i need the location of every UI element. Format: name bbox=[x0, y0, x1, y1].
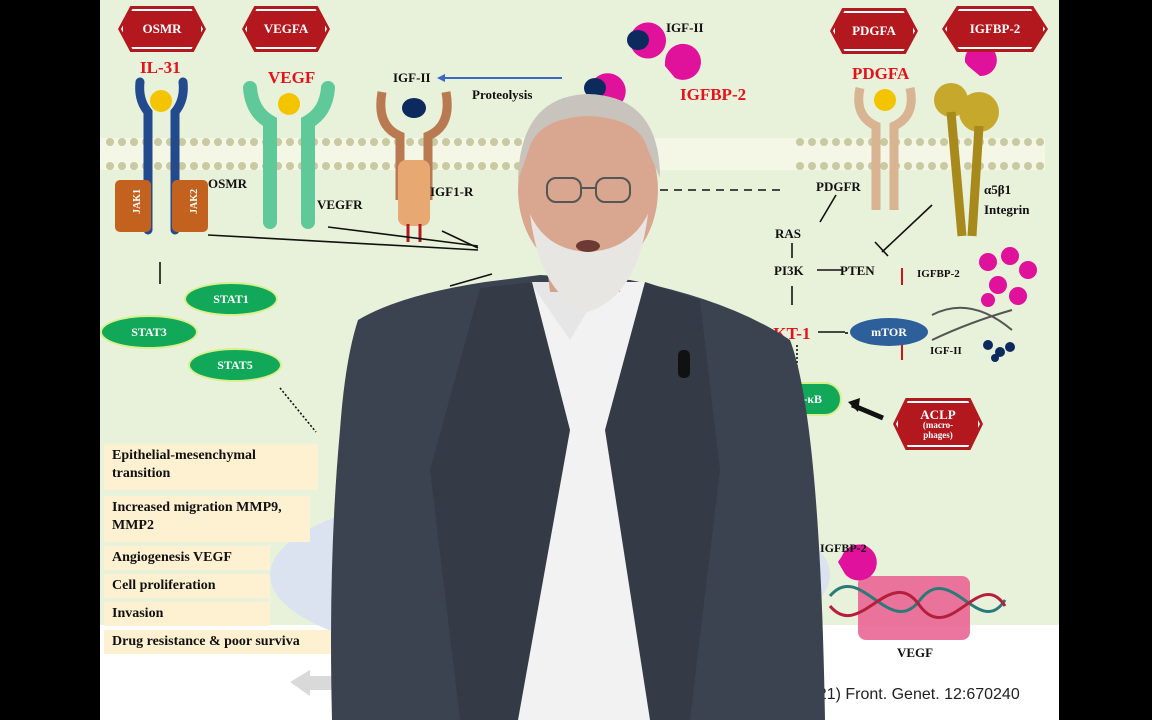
outcome-migration: Increased migration MMP9, MMP2 bbox=[104, 496, 310, 542]
pdgfa-hexagon: PDGFA bbox=[830, 8, 918, 54]
igfbp2-up-label: IGFBP-2 bbox=[917, 268, 960, 280]
osmr-receptor bbox=[115, 77, 208, 235]
igfbp2-nucleus-label: IGFBP-2 bbox=[820, 541, 867, 555]
igf2-dots bbox=[983, 340, 1015, 362]
speaker-hair bbox=[518, 94, 660, 180]
pdgfa-ligand bbox=[874, 89, 896, 111]
speaker-lapel-right bbox=[605, 282, 720, 720]
outcome-emt: Epithelial-mesenchymal transition bbox=[104, 444, 318, 490]
osmr-hexagon: OSMR bbox=[118, 6, 206, 52]
citation: 2021) Front. Genet. 12:670240 bbox=[800, 686, 1020, 703]
il31-ligand bbox=[150, 90, 172, 112]
vegfa-hexagon: VEGFA bbox=[242, 6, 330, 52]
vegf-ligand bbox=[278, 93, 300, 115]
stat5-node: STAT5 bbox=[188, 348, 282, 382]
igf2-left-label: IGF-II bbox=[393, 70, 431, 85]
igfbp2-nucleus-icon bbox=[838, 544, 877, 581]
outcome-invasion: Invasion bbox=[104, 602, 270, 626]
slide: OSMR VEGFA PDGFA IGFBP-2 ACLP (macro-pha… bbox=[100, 0, 1059, 720]
ras-label: RAS bbox=[775, 226, 802, 241]
vegfr-label: VEGFR bbox=[317, 197, 363, 212]
vegf-gene-label: VEGF bbox=[897, 645, 934, 660]
speaker-microphone bbox=[678, 350, 690, 378]
il31-label: IL-31 bbox=[140, 58, 181, 77]
outcome-drug-resistance: Drug resistance & poor surviva bbox=[104, 630, 336, 654]
proteolysis-label: Proteolysis bbox=[472, 87, 533, 102]
stat1-node: STAT1 bbox=[184, 282, 278, 316]
pdgfr-label: PDGFR bbox=[816, 179, 861, 194]
pdgfa-label: PDGFA bbox=[852, 64, 910, 83]
igf2-bound bbox=[402, 98, 426, 118]
igfbp2-cluster bbox=[979, 247, 1037, 307]
speaker-glasses-left bbox=[546, 177, 582, 203]
back-arrow bbox=[290, 670, 340, 696]
vegf-label: VEGF bbox=[268, 68, 316, 87]
speaker-person bbox=[331, 94, 825, 720]
pten-label: PTEN bbox=[840, 263, 875, 278]
mtor-node: mTOR bbox=[850, 318, 928, 346]
equilibrium-arrow bbox=[931, 306, 1013, 331]
integrin-label: Integrin bbox=[984, 202, 1030, 217]
igf1r-label: IGF1-R bbox=[430, 184, 474, 199]
speaker-lapel-left bbox=[430, 282, 570, 720]
jak1-box bbox=[115, 180, 151, 232]
pdgfr-receptor bbox=[854, 87, 916, 210]
speaker-mouth bbox=[576, 240, 600, 252]
igfbp2-hexagon: IGFBP-2 bbox=[942, 6, 1048, 52]
stat3-node: STAT3 bbox=[100, 315, 198, 349]
osmr-receptor-label: OSMR bbox=[208, 176, 247, 191]
outcome-angiogenesis: Angiogenesis VEGF bbox=[104, 546, 270, 570]
outcome-proliferation: Cell proliferation bbox=[104, 574, 270, 598]
speaker-glasses-right bbox=[595, 177, 631, 203]
igf2-up-label: IGF-II bbox=[930, 345, 962, 357]
vegfr-receptor bbox=[243, 81, 335, 229]
speaker-beard bbox=[530, 214, 648, 312]
integrin-alpha-beta-label: α5β1 bbox=[984, 182, 1012, 197]
speaker-head bbox=[518, 104, 658, 276]
jak2-box bbox=[172, 180, 208, 232]
vegf-dna-helix bbox=[828, 576, 1007, 640]
pi3k-label: PI3K bbox=[774, 263, 804, 278]
igf2-top-label: IGF-II bbox=[666, 20, 704, 35]
integrin bbox=[934, 44, 999, 237]
aclp-hexagon: ACLP (macro-phages) bbox=[893, 398, 983, 450]
igfbp2-top-label: IGFBP-2 bbox=[680, 85, 747, 104]
pathway-arrows bbox=[159, 189, 933, 433]
